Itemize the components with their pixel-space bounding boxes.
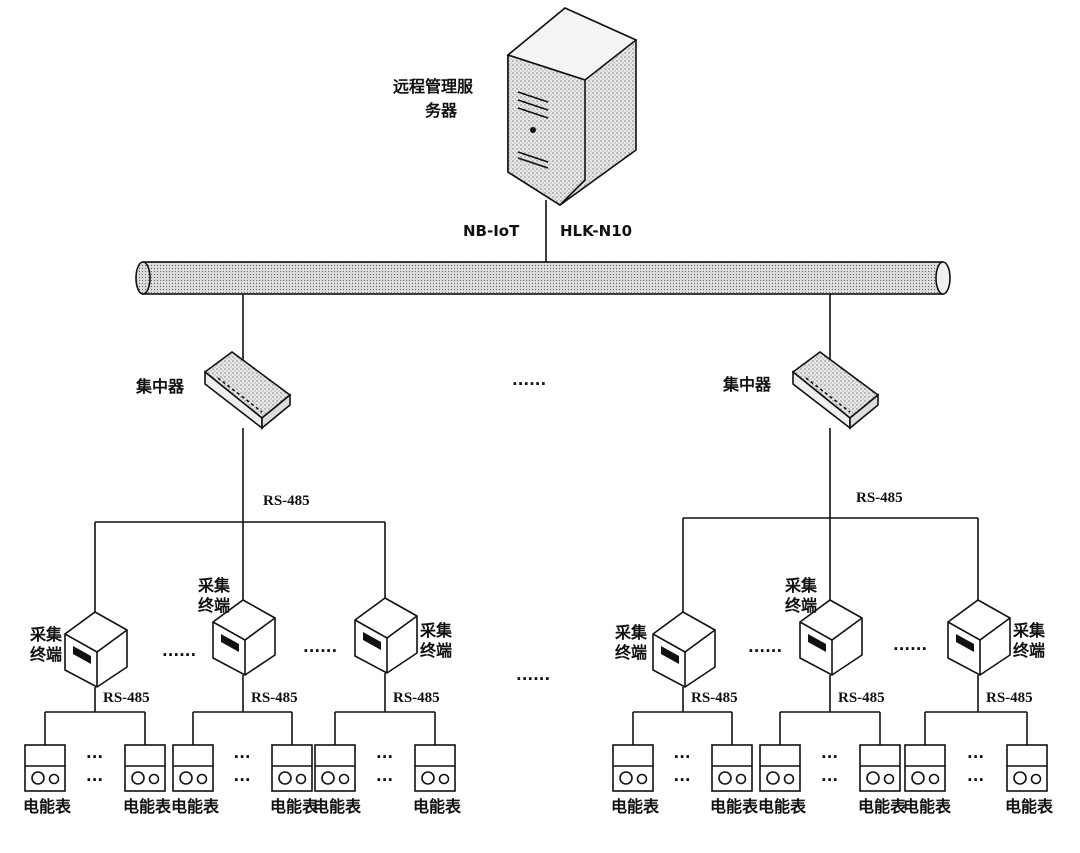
collection-terminal-icon bbox=[212, 599, 276, 676]
left-bus-label: RS-485 bbox=[263, 493, 310, 509]
concentrator-ellipsis: ...... bbox=[512, 371, 546, 389]
server-label-line1: 远程管理服 bbox=[393, 77, 474, 96]
server-icon bbox=[506, 7, 638, 207]
right-bus-label: RS-485 bbox=[856, 490, 903, 506]
right-concentrator-icon bbox=[791, 351, 880, 430]
energy-meter-icon bbox=[759, 744, 801, 792]
meter-ellipsis: ··· bbox=[674, 748, 691, 766]
terminal-ellipsis: ...... bbox=[162, 642, 196, 660]
terminal-label-line2: 终端 bbox=[1013, 641, 1045, 660]
terminal-bus-label: RS-485 bbox=[393, 690, 440, 706]
meter-ellipsis: ··· bbox=[86, 748, 103, 766]
meter-ellipsis: ··· bbox=[967, 771, 984, 789]
meter-label: 电能表 bbox=[171, 797, 220, 816]
meter-label: 电能表 bbox=[1005, 797, 1054, 816]
collection-terminal-icon bbox=[354, 597, 418, 674]
link-label-hlk: HLK-N10 bbox=[560, 222, 632, 240]
terminal-label-line1: 采集 bbox=[29, 625, 63, 644]
terminal-bus-label: RS-485 bbox=[691, 690, 738, 706]
terminal-label-line2: 终端 bbox=[615, 643, 647, 662]
meter-label: 电能表 bbox=[858, 797, 907, 816]
server-label-line2: 务器 bbox=[425, 101, 458, 120]
terminal-ellipsis: ...... bbox=[303, 638, 337, 656]
meter-label: 电能表 bbox=[903, 797, 952, 816]
meter-label: 电能表 bbox=[23, 797, 72, 816]
right-concentrator-label: 集中器 bbox=[722, 375, 772, 394]
energy-meter-icon bbox=[172, 744, 214, 792]
link-label-nbiot: NB-IoT bbox=[463, 222, 520, 240]
terminal-label-line2: 终端 bbox=[30, 645, 62, 664]
terminal-ellipsis: ...... bbox=[748, 638, 782, 656]
energy-meter-icon bbox=[314, 744, 356, 792]
meter-ellipsis: ··· bbox=[376, 771, 393, 789]
meter-label: 电能表 bbox=[270, 797, 319, 816]
terminal-bus-label: RS-485 bbox=[103, 690, 150, 706]
terminal-label-line1: 采集 bbox=[784, 576, 818, 595]
terminal-label-line1: 采集 bbox=[1012, 621, 1046, 640]
energy-meter-icon bbox=[1006, 744, 1048, 792]
energy-meter-icon bbox=[271, 744, 313, 792]
collection-terminal-icon bbox=[947, 599, 1011, 676]
energy-meter-icon bbox=[711, 744, 753, 792]
terminal-label-line1: 采集 bbox=[197, 576, 231, 595]
terminal-ellipsis: ...... bbox=[893, 636, 927, 654]
collection-terminal-icon bbox=[64, 611, 128, 688]
collection-terminal-icon bbox=[652, 611, 716, 688]
meter-label: 电能表 bbox=[123, 797, 172, 816]
terminal-label-line2: 终端 bbox=[198, 596, 230, 615]
energy-meter-icon bbox=[124, 744, 166, 792]
meter-ellipsis: ··· bbox=[967, 748, 984, 766]
terminal-bus-label: RS-485 bbox=[251, 690, 298, 706]
terminal-label-line1: 采集 bbox=[419, 621, 453, 640]
terminal-bus-label: RS-485 bbox=[986, 690, 1033, 706]
network-pipe bbox=[135, 261, 951, 295]
meter-label: 电能表 bbox=[313, 797, 362, 816]
energy-meter-icon bbox=[904, 744, 946, 792]
branch-ellipsis: ...... bbox=[516, 666, 550, 684]
terminal-bus-label: RS-485 bbox=[838, 690, 885, 706]
left-concentrator-icon bbox=[203, 351, 292, 430]
energy-meter-icon bbox=[24, 744, 66, 792]
meter-ellipsis: ··· bbox=[376, 748, 393, 766]
meter-ellipsis: ··· bbox=[86, 771, 103, 789]
terminal-label-line1: 采集 bbox=[614, 623, 648, 642]
energy-meter-icon bbox=[414, 744, 456, 792]
meter-ellipsis: ··· bbox=[234, 748, 251, 766]
collection-terminal-icon bbox=[799, 599, 863, 676]
terminal-label-line2: 终端 bbox=[785, 596, 817, 615]
meter-ellipsis: ··· bbox=[821, 748, 838, 766]
meter-label: 电能表 bbox=[413, 797, 462, 816]
terminal-label-line2: 终端 bbox=[420, 641, 452, 660]
energy-meter-icon bbox=[612, 744, 654, 792]
meter-ellipsis: ··· bbox=[821, 771, 838, 789]
meter-ellipsis: ··· bbox=[674, 771, 691, 789]
meter-label: 电能表 bbox=[758, 797, 807, 816]
meter-label: 电能表 bbox=[611, 797, 660, 816]
meter-ellipsis: ··· bbox=[234, 771, 251, 789]
energy-meter-icon bbox=[859, 744, 901, 792]
left-concentrator-label: 集中器 bbox=[135, 377, 185, 396]
meter-label: 电能表 bbox=[710, 797, 759, 816]
